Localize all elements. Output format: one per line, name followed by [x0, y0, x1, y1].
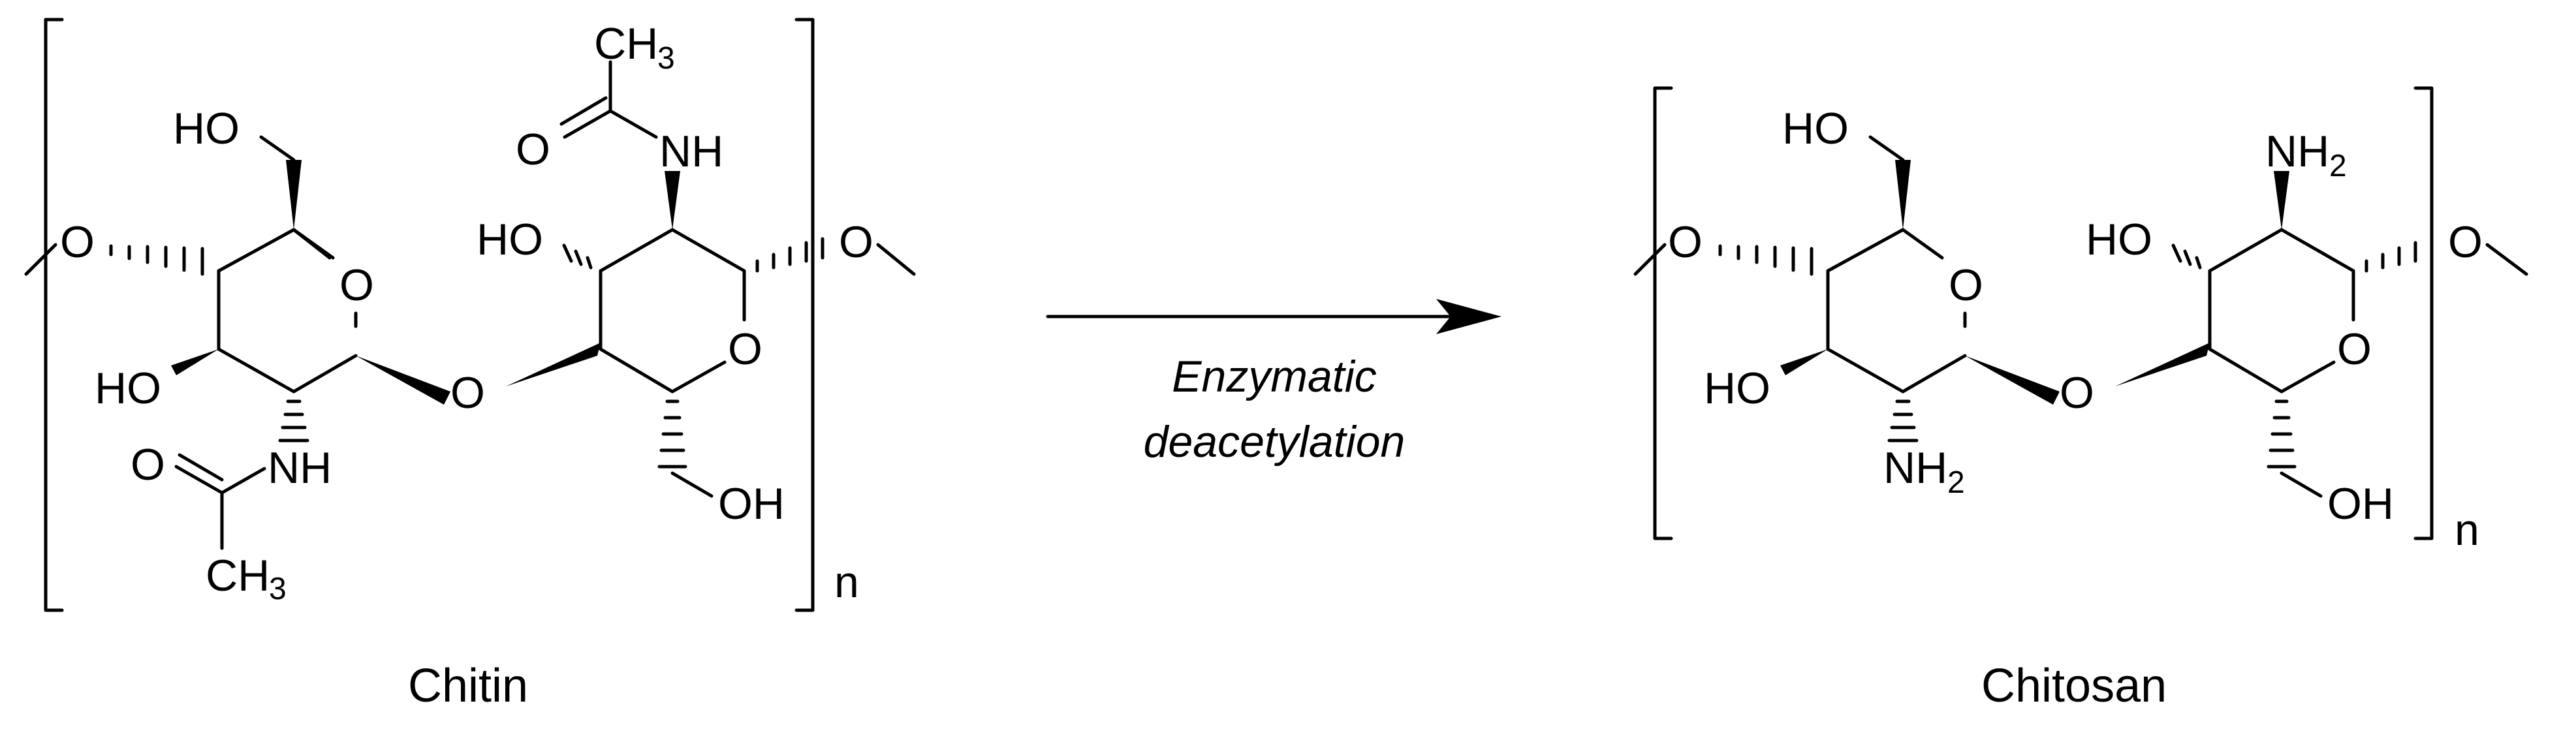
left-terminal-bond: [24, 243, 57, 276]
chitin-c2-wedge: [665, 171, 680, 230]
hashed-bond-right-o: [755, 237, 825, 273]
chitin-glycosidic-oxygen: O: [450, 368, 485, 418]
chitosan-c2-wedge: [2274, 171, 2289, 230]
chitin-amide-nh-2: NH: [659, 127, 723, 176]
chitin-ring2-hydroxyl: HO: [477, 215, 543, 264]
product-hashed-left-o: [1718, 244, 1814, 276]
chitosan-ring1-oxygen: O: [1949, 260, 1983, 310]
condition-line-1: Enzymatic: [1172, 352, 1377, 401]
chitin-c3-wedge: [171, 349, 219, 375]
chitin-repeat-subscript: n: [834, 557, 859, 607]
chitin-methyl-2: CH: [594, 19, 658, 69]
chitosan-label: Chitosan: [1981, 660, 2167, 712]
chitosan-amine-1: NH: [1883, 443, 1947, 493]
chitosan-ring2-hydroxymethyl: OH: [2327, 479, 2394, 529]
chitosan-ring2-hydroxyl: HO: [2086, 215, 2152, 264]
chitosan-glycosidic-oxygen: O: [2060, 368, 2094, 418]
reaction-arrow-group: Enzymatic deacetylation: [1046, 299, 1501, 467]
chitosan-hashed-ring2-ch2: [2267, 399, 2297, 469]
chitosan-ring1-hydroxymethyl: HO: [1782, 104, 1849, 153]
chitin-ring1: [217, 228, 332, 273]
arrowhead: [1436, 299, 1501, 334]
chitin-glycosidic-wedge-2: [506, 343, 601, 386]
chitin-glycosidic-wedge: [356, 356, 450, 405]
right-terminal-bond: [876, 243, 916, 276]
chitosan-c5-wedge: [1895, 160, 1911, 230]
left-terminal-oxygen: O: [60, 217, 95, 267]
chitin-methyl-1-sub: 3: [269, 572, 287, 606]
hashed-bond-ring2-ch2: [657, 399, 687, 469]
chitosan-hashed-right-o: [2364, 237, 2434, 273]
chitosan-c3-wedge: [1780, 349, 1828, 375]
condition-line-2: deacetylation: [1144, 417, 1406, 467]
hashed-bond-ring2-ho: [562, 243, 593, 270]
chitin-label: Chitin: [408, 660, 528, 712]
product-right-bracket: [2413, 86, 2434, 540]
chitosan-glycosidic-wedge-2: [2115, 343, 2210, 386]
chitosan-hashed-ring2-ho: [2171, 243, 2202, 270]
chitosan-repeat-subscript: n: [2455, 505, 2479, 555]
chitin-methyl-2-sub: 3: [657, 41, 675, 76]
chitin-ring2-hydroxymethyl: OH: [718, 479, 785, 529]
right-repeat-bracket: [794, 18, 815, 612]
chitosan-amine-2-sub: 2: [2329, 149, 2347, 183]
chitin-amide-nh: NH: [268, 443, 332, 493]
chitin-c5-wedge: [286, 160, 302, 230]
hashed-bond-nh: [278, 399, 309, 442]
chitin-ring1-hydroxyl: HO: [95, 364, 161, 413]
chitosan-amine-2: NH: [2265, 127, 2329, 176]
chitosan-hashed-nh2: [1887, 399, 1919, 442]
product-left-oxygen: O: [1668, 217, 1703, 267]
hashed-bond-left-o: [109, 244, 204, 276]
chitin-carbonyl-oxygen-1: O: [131, 440, 165, 489]
chitosan-amine-1-sub: 2: [1947, 465, 1965, 500]
chitosan-glycosidic-wedge: [1965, 356, 2060, 405]
chitin-carbonyl-oxygen-2: O: [516, 125, 550, 174]
product-right-oxygen: O: [2448, 217, 2483, 267]
chitosan-ring2-oxygen: O: [2337, 324, 2372, 374]
chitin-methyl-1: CH: [206, 551, 270, 600]
chitin-ring1-oxygen: O: [339, 260, 374, 310]
chitin-ring1-hydroxymethyl: HO: [173, 104, 240, 153]
right-terminal-oxygen: O: [839, 217, 873, 267]
chitosan-structure: n O O HO HO NH 2 O: [1633, 86, 2528, 712]
chitin-structure: n O O HO HO: [24, 18, 916, 712]
left-repeat-bracket: [44, 18, 64, 612]
chitin-ring2-oxygen: O: [728, 324, 762, 374]
chitosan-ring1-hydroxyl: HO: [1704, 364, 1770, 413]
product-left-bracket: [1653, 86, 1673, 540]
